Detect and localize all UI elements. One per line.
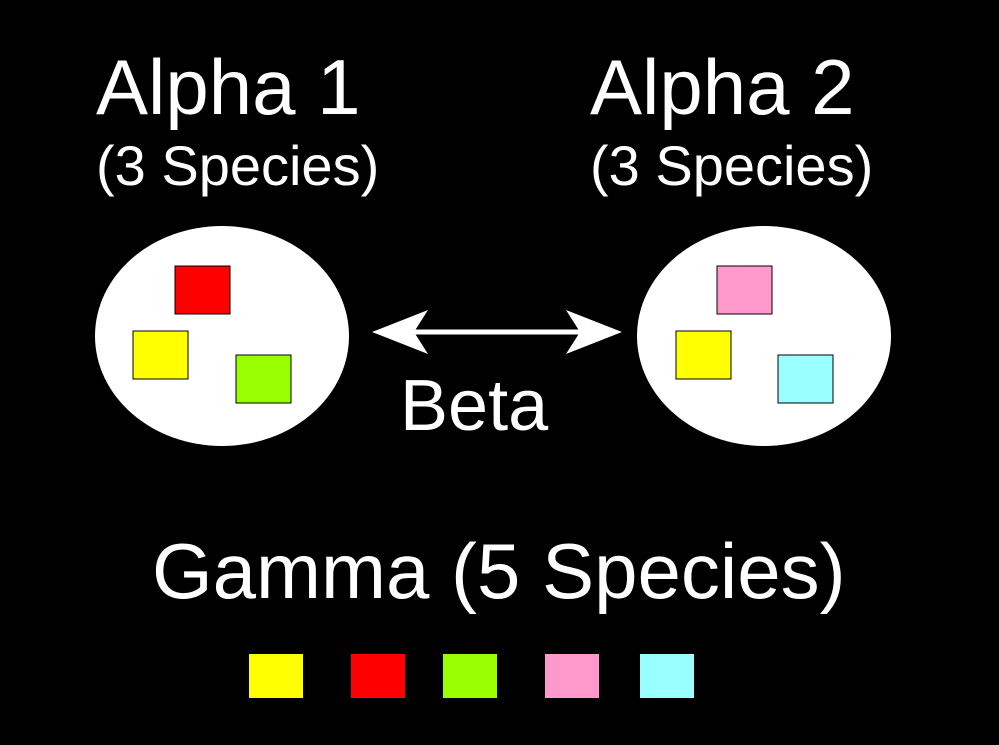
alpha2-species-cyan bbox=[777, 354, 834, 404]
gamma-species-red bbox=[351, 654, 405, 698]
gamma-label: Gamma (5 Species) bbox=[152, 527, 846, 615]
gamma-species-cyan bbox=[640, 654, 694, 698]
beta-arrow-right-head bbox=[566, 310, 622, 354]
gamma-species-yellow bbox=[249, 654, 303, 698]
gamma-species-pink bbox=[545, 654, 599, 698]
community-alpha-2 bbox=[637, 226, 891, 446]
alpha1-species-yellow bbox=[132, 330, 189, 380]
alpha1-species-green bbox=[235, 354, 292, 404]
beta-label: Beta bbox=[400, 366, 549, 446]
alpha2-subtitle: (3 Species) bbox=[590, 134, 874, 197]
alpha1-subtitle: (3 Species) bbox=[96, 134, 380, 197]
alpha2-species-pink bbox=[716, 265, 773, 315]
gamma-species-green bbox=[443, 654, 497, 698]
alpha1-species-red bbox=[174, 265, 231, 315]
beta-arrow bbox=[372, 310, 622, 354]
alpha1-title: Alpha 1 bbox=[96, 43, 361, 131]
alpha2-title: Alpha 2 bbox=[590, 43, 855, 131]
alpha2-species-yellow bbox=[675, 330, 732, 380]
beta-arrow-left-head bbox=[372, 310, 428, 354]
